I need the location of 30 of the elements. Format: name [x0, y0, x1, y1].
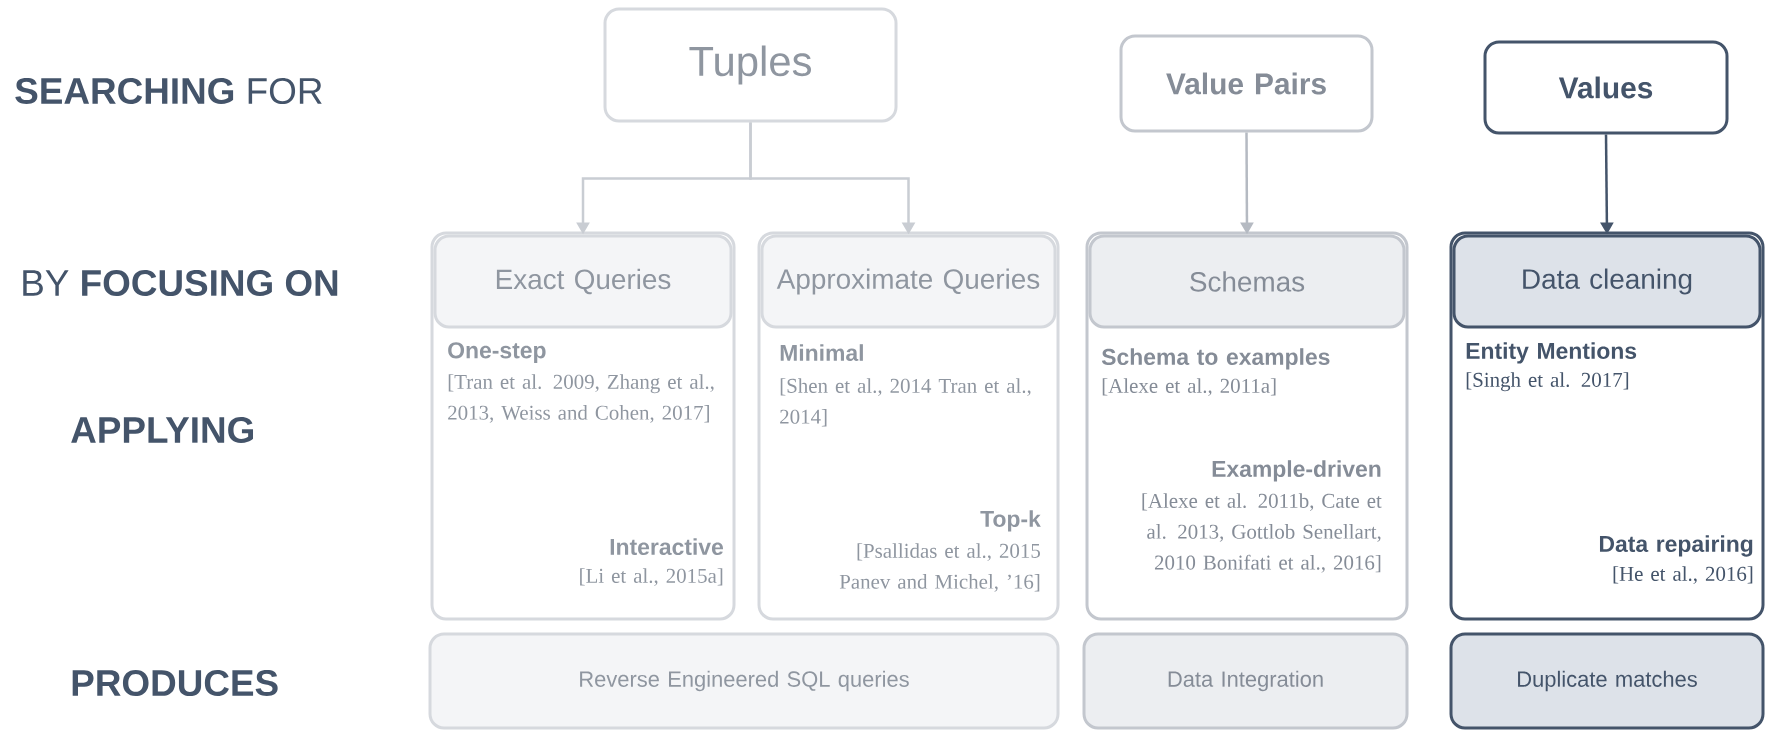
subheading: Schema to examples	[1101, 348, 1330, 370]
row-label: SEARCHING FOR	[15, 77, 322, 105]
row-label: PRODUCES	[72, 669, 278, 697]
citation: [Singh et al. 2017]	[1466, 372, 1629, 392]
citation: [Alexe et al., 2011a]	[1102, 378, 1276, 396]
citation: [Alexe et al. 2011b, Cate et al. 2013, Gottlob Senellart, 2010 Bonifati et al., 2016]	[1142, 493, 1382, 573]
header-box: Approximate Queries	[760, 234, 1057, 329]
citation: [Shen et al., 2014 Tran et al., 2014]	[780, 378, 1031, 427]
category-box: Values	[1483, 40, 1729, 135]
subheading: Data repairing	[1600, 535, 1753, 557]
output-box: Reverse Engineered SQL queries	[428, 632, 1060, 730]
subheading: Example-driven	[1212, 460, 1381, 482]
header-box: Data cleaning	[1452, 234, 1762, 329]
subheading: Entity Mentions	[1466, 342, 1637, 364]
category-box: Tuples	[603, 7, 898, 123]
row-label: APPLYING	[71, 416, 253, 444]
category-box: Value Pairs	[1119, 34, 1374, 133]
citation: [He et al., 2016]	[1613, 566, 1753, 584]
header-box: Schemas	[1088, 234, 1406, 329]
citation: [Psallidas et al., 2015 Panev and Michel, ’16]	[839, 543, 1040, 592]
subheading: Top-k	[980, 510, 1041, 532]
header-box: Exact Queries	[433, 234, 733, 329]
subheading: Interactive	[610, 538, 724, 555]
output-box: Data Integration	[1082, 632, 1409, 730]
citation: [Li et al., 2015a]	[580, 568, 723, 586]
row-label: BY FOCUSING ON	[23, 269, 338, 297]
output-box: Duplicate matches	[1449, 632, 1765, 730]
subheading: Minimal	[780, 344, 863, 361]
subheading: One-step	[448, 342, 546, 363]
citation: [Tran et al. 2009, Zhang et al., 2013, Weiss and Cohen, 2017]	[448, 374, 714, 423]
